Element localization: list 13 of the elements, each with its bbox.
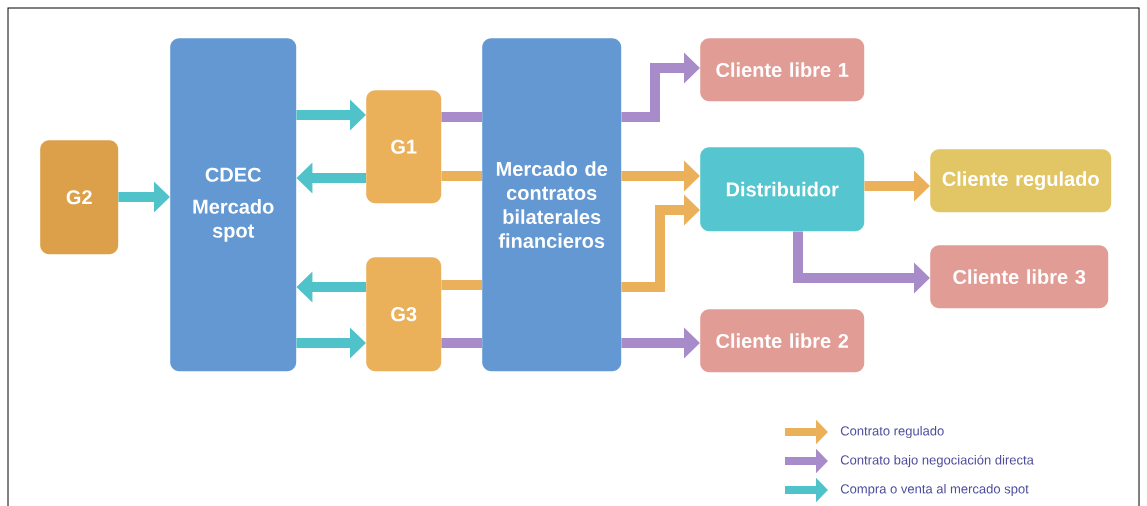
client-box: Cliente libre 3 bbox=[930, 245, 1109, 309]
market-box: CDEC Mercado spot bbox=[170, 38, 297, 372]
client-box: Cliente libre 2 bbox=[700, 309, 865, 373]
legend-text: Contrato regulado bbox=[840, 425, 944, 439]
legend-text: Contrato bajo negociación directa bbox=[840, 454, 1034, 468]
client-box: Cliente libre 1 bbox=[700, 38, 865, 102]
generator-box: G1 bbox=[366, 90, 442, 204]
generator-box: G2 bbox=[40, 140, 119, 255]
market-box: Mercado de contratos bilaterales financieros bbox=[482, 38, 622, 372]
legend-text: Compra o venta al mercado spot bbox=[840, 483, 1029, 497]
distributor-box: Distribuidor bbox=[700, 147, 865, 232]
client-box: Cliente regulado bbox=[930, 149, 1112, 213]
generator-box: G3 bbox=[366, 257, 442, 372]
